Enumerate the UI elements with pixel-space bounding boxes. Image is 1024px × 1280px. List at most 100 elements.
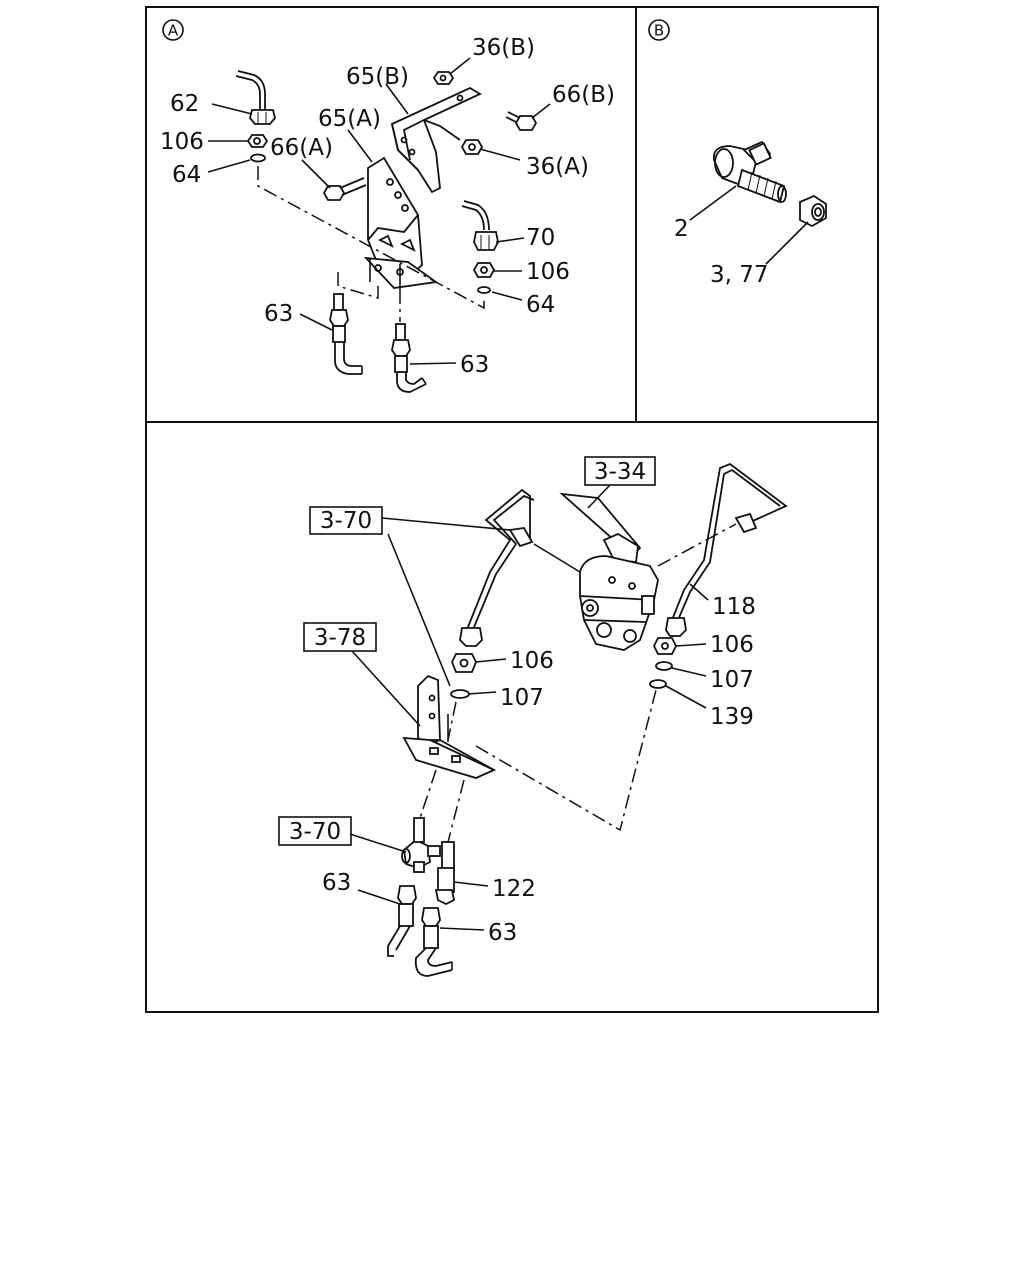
leader-118 (689, 583, 709, 601)
pipe-70-drawing (461, 200, 499, 294)
pipe-118-drawing (665, 462, 788, 637)
washer-107-right-drawing (655, 661, 673, 671)
label-106-left: 106 (510, 648, 554, 674)
nut-3-77-drawing (799, 194, 827, 228)
leader-63a (299, 313, 333, 331)
ref-box-3-70-top-label: 3-70 (320, 508, 372, 534)
label-63a: 63 (264, 301, 293, 327)
main-assembly-line-1 (447, 701, 457, 741)
panel-b-marker-circle (648, 19, 670, 41)
hose-63-left-drawing (329, 293, 363, 375)
leader-63b (409, 362, 457, 365)
leader-3-78 (351, 650, 421, 727)
leader-3-34 (587, 484, 611, 509)
leader-63-left (357, 889, 401, 905)
leader-64b (491, 291, 523, 301)
leader-64 (207, 159, 251, 173)
panel-b-marker: B (654, 22, 664, 40)
panel-a: A (160, 19, 615, 393)
label-122: 122 (492, 876, 536, 902)
label-65b: 65(B) (346, 64, 409, 90)
ref-box-3-78-label: 3-78 (314, 625, 366, 651)
leader-63-right (439, 927, 485, 931)
label-66a: 66(A) (270, 135, 333, 161)
hose-63-left-main-drawing (387, 885, 417, 957)
label-65a: 65(A) (318, 106, 381, 132)
label-63-right: 63 (488, 920, 517, 946)
label-66b: 66(B) (552, 82, 615, 108)
label-106: 106 (160, 129, 204, 155)
leader-106-right (675, 643, 707, 647)
label-106-right: 106 (710, 632, 754, 658)
label-70: 70 (526, 225, 555, 251)
bracket-3-78-drawing (402, 674, 497, 779)
panel-a-assembly-line-2 (337, 272, 379, 300)
leader-106-left (475, 658, 507, 663)
label-63b: 63 (460, 352, 489, 378)
panel-b: B 2 3, 77 (648, 19, 827, 288)
label-107-left: 107 (500, 685, 544, 711)
label-107-right: 107 (710, 667, 754, 693)
label-2: 2 (674, 216, 689, 242)
valve-3-34-drawing (559, 492, 659, 651)
ref-box-3-70-top (309, 506, 383, 535)
leader-107-right (671, 667, 707, 677)
main-assembly-line-3 (447, 779, 465, 843)
leader-107-left (467, 691, 497, 695)
washer-107-left-drawing (450, 689, 470, 699)
leader-66b (531, 103, 551, 119)
label-139: 139 (710, 704, 754, 730)
bolt-66b-drawing (505, 111, 538, 131)
leader-3-70-bottom (349, 833, 407, 853)
panel-main: 3-34 3-70 3-78 3-70 (278, 456, 788, 977)
label-118: 118 (712, 594, 756, 620)
leader-3-77 (765, 221, 809, 265)
label-64b: 64 (526, 292, 555, 318)
panel-a-marker-circle (162, 19, 184, 41)
valve-outlet-dash (657, 523, 737, 567)
diagram-frame (145, 6, 879, 1013)
fitting-122-drawing (434, 841, 456, 906)
label-64: 64 (172, 162, 201, 188)
nut-106-right-drawing (652, 637, 678, 655)
panel-a-assembly-line-1 (257, 166, 485, 310)
ref-box-3-70-bottom-label: 3-70 (289, 819, 341, 845)
panel-a-marker: A (168, 22, 179, 40)
washer-139-drawing (649, 679, 667, 689)
label-62: 62 (170, 91, 199, 117)
label-106b: 106 (526, 259, 570, 285)
leader-65a (347, 129, 373, 163)
label-36b: 36(B) (472, 35, 535, 61)
bracket-65a-drawing (363, 156, 439, 290)
leader-62 (211, 103, 253, 115)
leader-3-70-top-b (387, 533, 451, 687)
leader-36b (449, 57, 471, 75)
label-3-77: 3, 77 (710, 262, 769, 288)
ref-box-3-70-bottom (278, 816, 352, 846)
valve-inlet-line (533, 543, 581, 573)
ref-box-3-34-label: 3-34 (594, 459, 646, 485)
bracket-65b-drawing (390, 71, 484, 194)
leader-2 (689, 185, 737, 221)
hose-63-right-drawing (391, 323, 427, 393)
leader-122 (453, 881, 489, 887)
label-36a: 36(A) (526, 154, 589, 180)
leader-139 (665, 685, 707, 709)
leader-70 (495, 237, 525, 243)
leader-36a (479, 148, 521, 161)
tee-fitting-2-drawing (712, 140, 787, 204)
label-63-left: 63 (322, 870, 351, 896)
ref-box-3-78 (303, 622, 377, 652)
main-assembly-line-2 (419, 769, 437, 819)
hose-63-right-main-drawing (414, 907, 453, 977)
bolt-66a-drawing (322, 177, 367, 201)
pipe-left-drawing (459, 488, 535, 647)
leader-65b (385, 83, 409, 115)
leader-66a (301, 159, 331, 189)
tee-3-70-drawing (401, 817, 441, 873)
main-assembly-line-4 (475, 689, 657, 832)
leader-3-70-top-a (381, 517, 511, 531)
ref-box-3-34 (584, 456, 656, 486)
nut-106-left-drawing (451, 653, 477, 673)
